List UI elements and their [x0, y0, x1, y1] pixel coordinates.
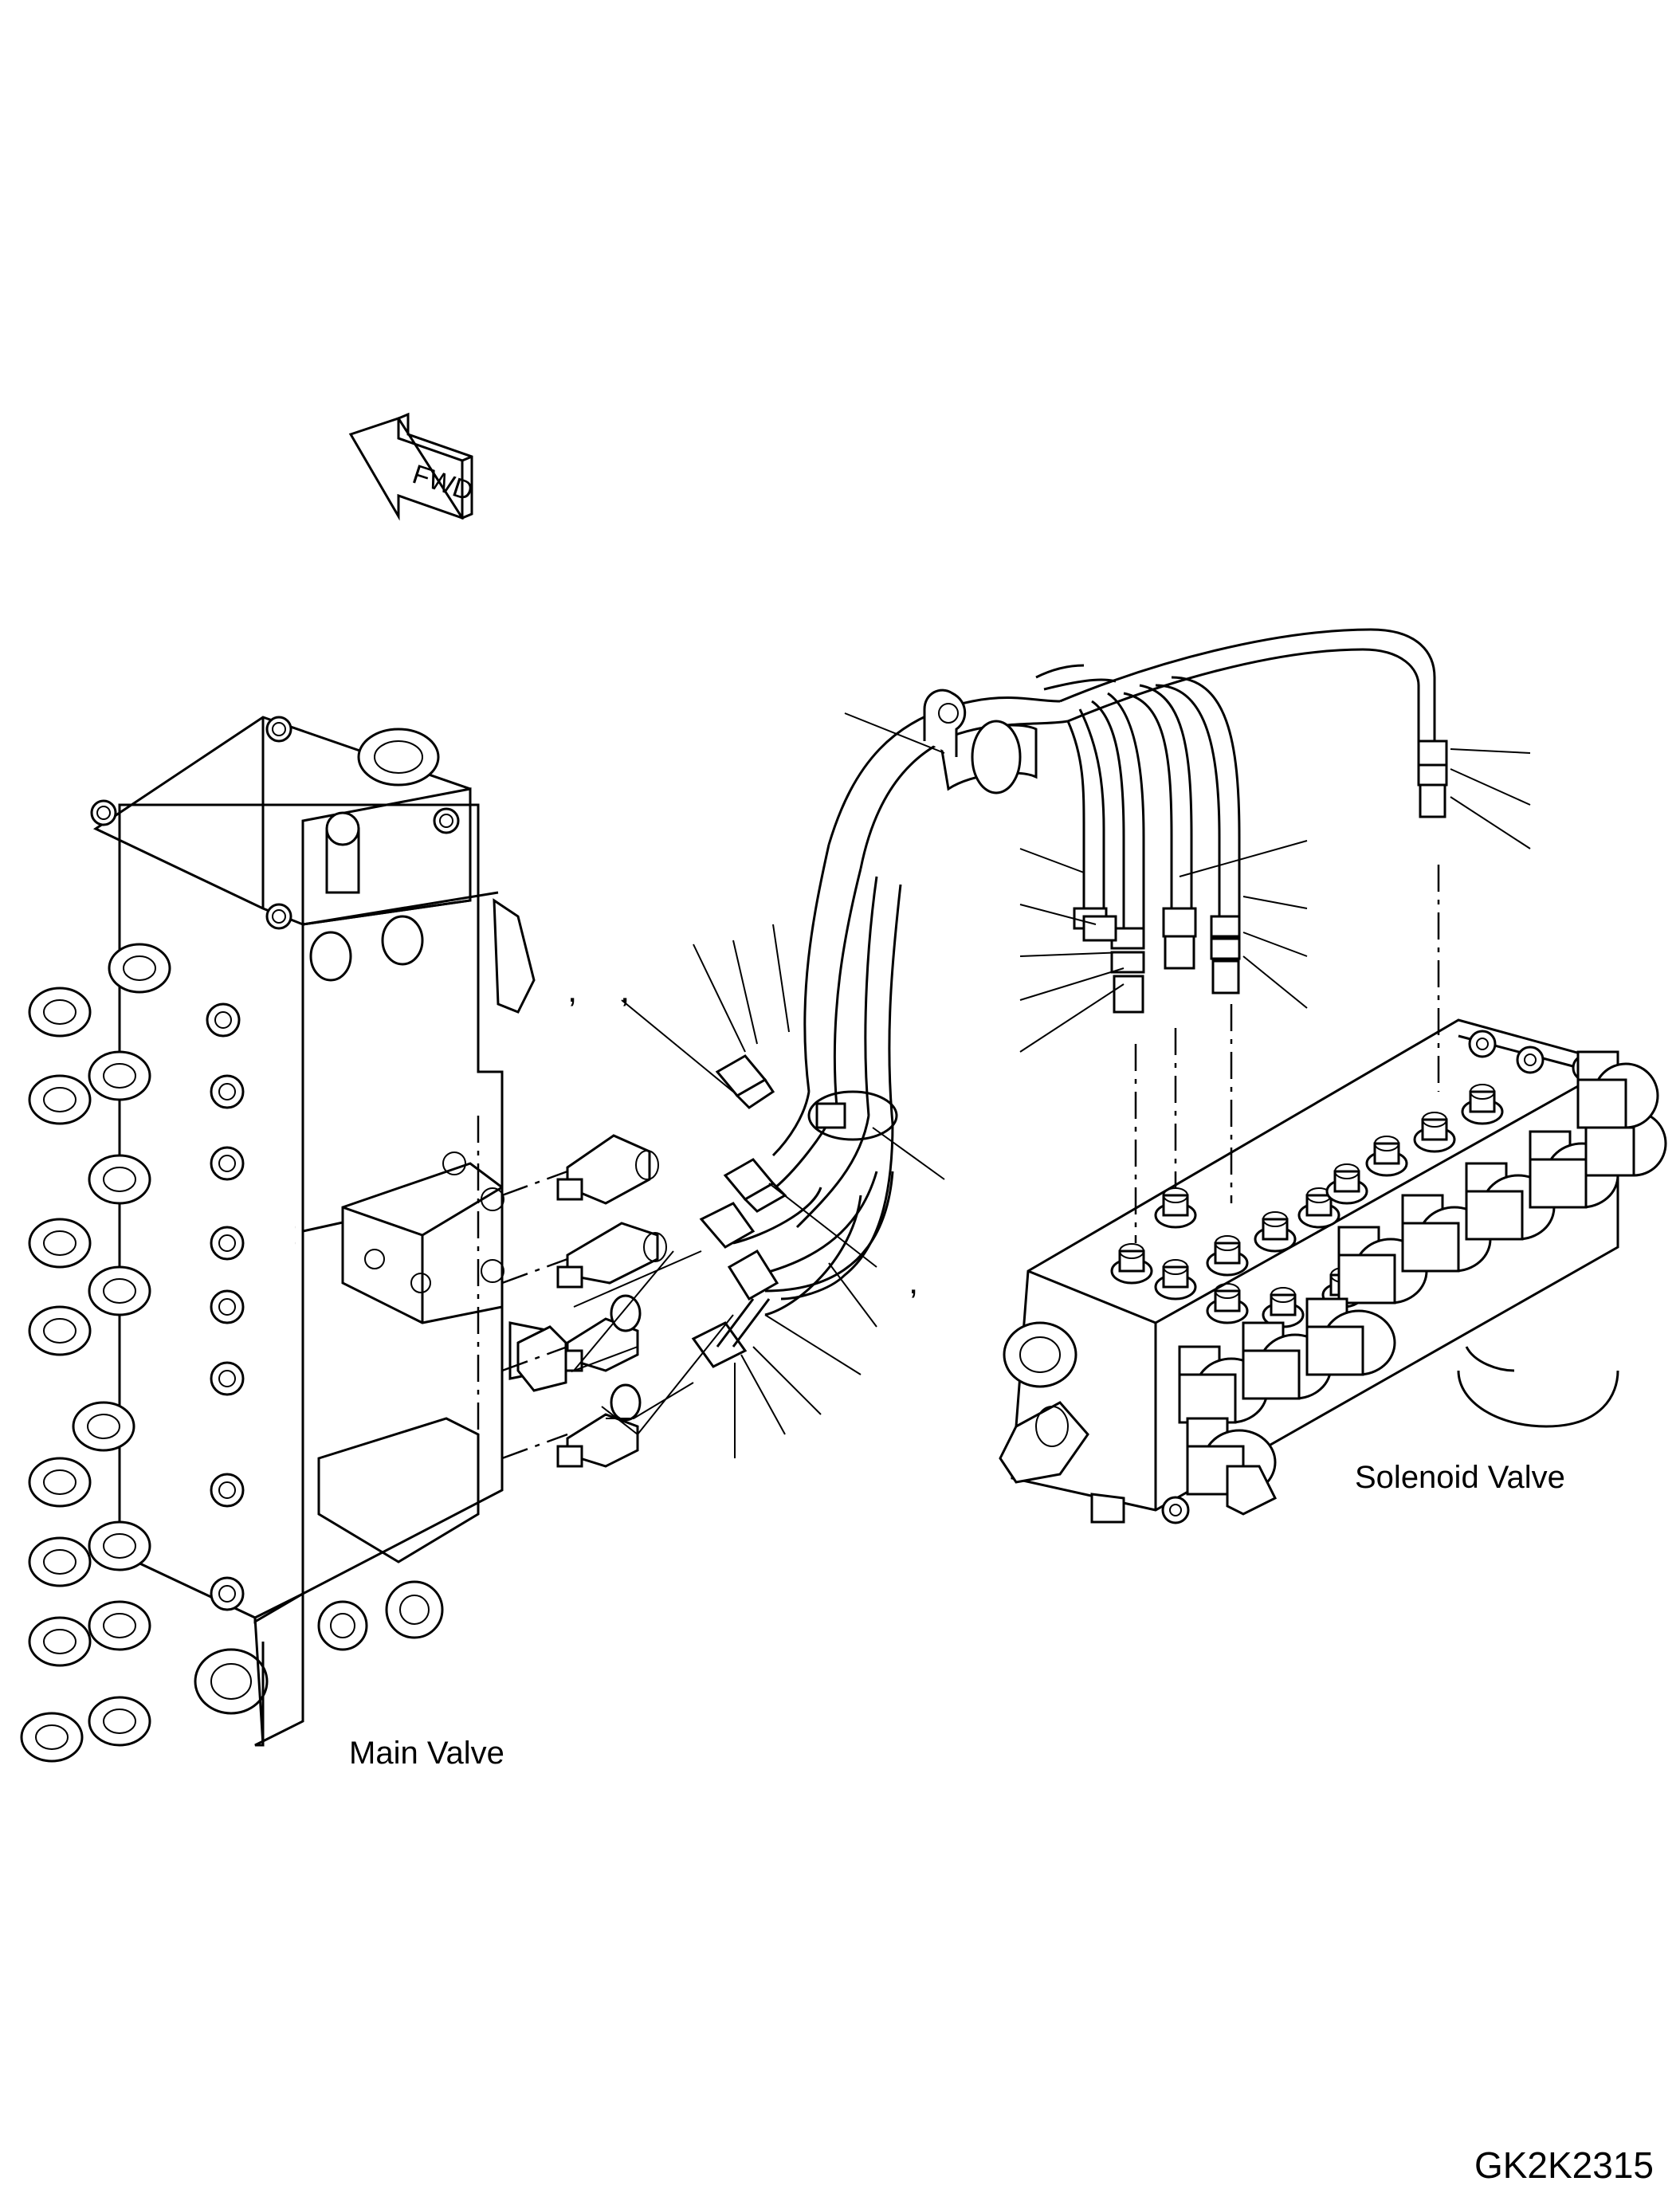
assembly-dashed-lines [301, 865, 1440, 1594]
fwd-arrow-icon: FWD [348, 412, 477, 521]
hose-harness [691, 628, 1448, 1368]
main-valve-drawing [20, 716, 551, 1763]
main-valve-label: Main Valve [349, 1736, 504, 1771]
separator-comma: , [909, 1262, 919, 1301]
solenoid-valve-drawing [999, 1018, 1667, 1524]
callout-leader-lines [571, 712, 1531, 1458]
separator-comma: , [567, 971, 578, 1010]
drawing-code: GK2K2315 [1474, 2144, 1654, 2186]
separator-comma: , [620, 971, 630, 1010]
solenoid-valve-label: Solenoid Valve [1355, 1460, 1565, 1495]
adapter-fittings [516, 1134, 667, 1468]
